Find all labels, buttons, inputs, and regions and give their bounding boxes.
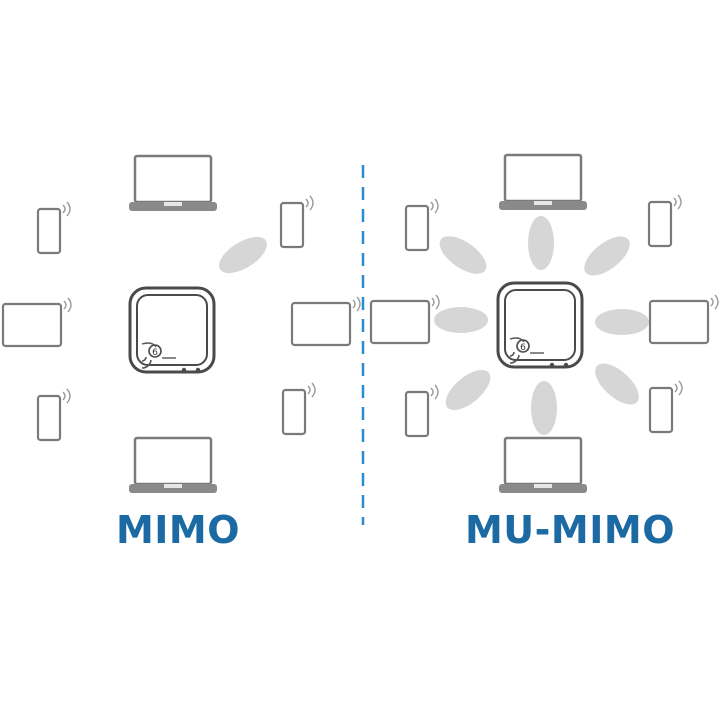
smartphone-icon: [36, 200, 72, 255]
tablet-icon: [369, 293, 441, 345]
mimo-diagram: 6: [1, 154, 362, 495]
smartphone-icon: [404, 383, 440, 438]
router-badge: 6: [520, 343, 526, 353]
signal-beam: [433, 228, 493, 282]
signal-beam: [588, 356, 646, 412]
signal-beam: [528, 216, 554, 270]
wifi-router-icon: [128, 286, 216, 374]
laptop-icon: [497, 153, 589, 212]
mimo-label: MIMO: [115, 508, 241, 552]
smartphone-icon: [281, 381, 317, 436]
signal-beam: [577, 229, 637, 283]
laptop-icon: [497, 436, 589, 495]
signal-beam: [595, 309, 649, 335]
smartphone-icon: [404, 197, 440, 252]
smartphone-icon: [647, 193, 683, 248]
mu-mimo-label: MU-MIMO: [464, 508, 675, 552]
laptop-icon: [127, 154, 219, 213]
signal-beam: [531, 381, 557, 435]
signal-beam: [434, 307, 488, 333]
tablet-icon: [290, 295, 362, 347]
signal-beam: [213, 229, 273, 281]
tablet-icon: [648, 293, 720, 345]
smartphone-icon: [648, 379, 684, 434]
signal-beam: [438, 362, 498, 418]
wifi-router-icon: [496, 281, 584, 369]
mu-mimo-diagram: 6: [369, 153, 720, 495]
smartphone-icon: [36, 387, 72, 442]
smartphone-icon: [279, 194, 315, 249]
tablet-icon: [1, 296, 73, 348]
router-badge: 6: [152, 348, 158, 358]
laptop-icon: [127, 436, 219, 495]
